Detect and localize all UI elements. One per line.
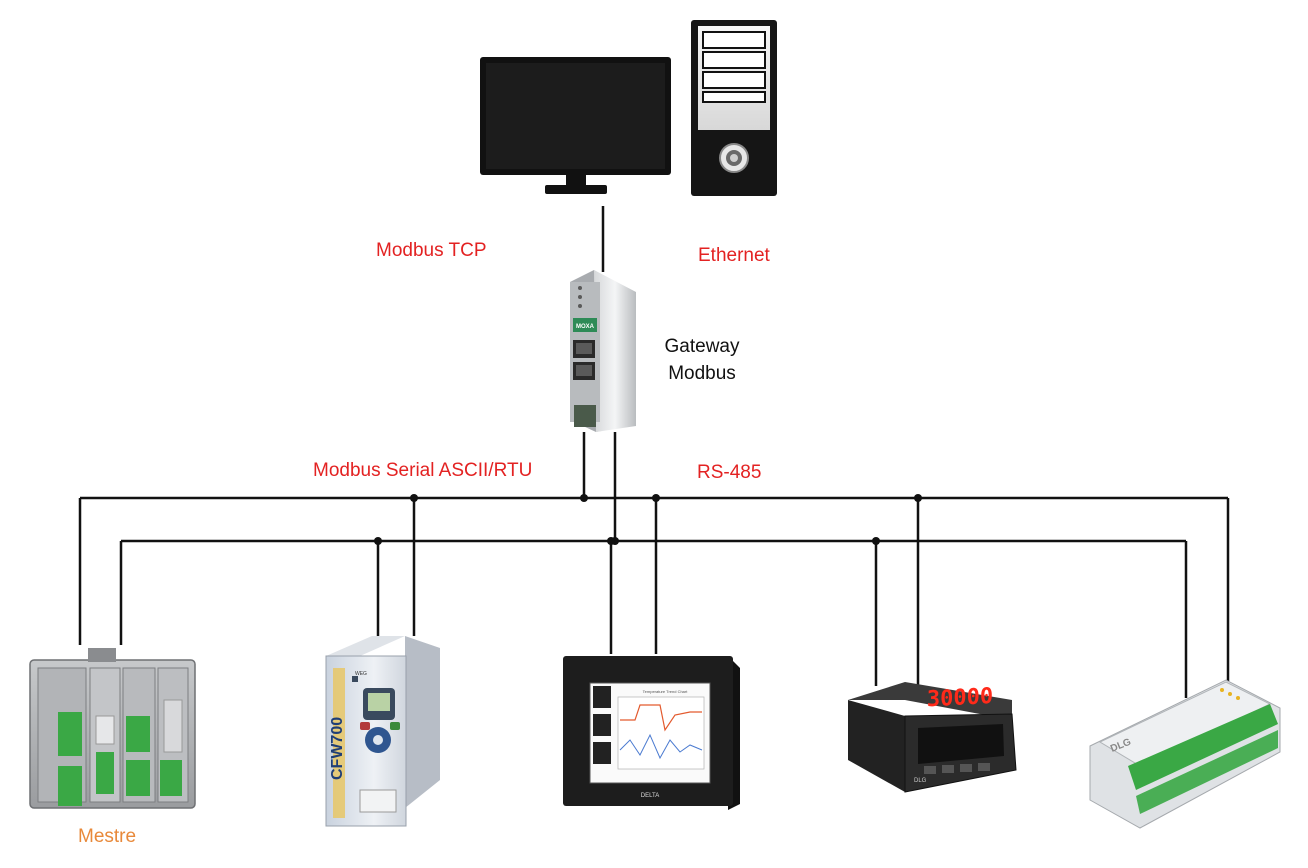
meter-display-text: 30000 bbox=[927, 684, 993, 712]
ethernet-label: Ethernet bbox=[698, 245, 770, 266]
wires bbox=[78, 206, 1230, 698]
modbus-tcp-label: Modbus TCP bbox=[376, 240, 487, 261]
master-label: Mestre bbox=[78, 826, 137, 847]
hmi-icon: Temperature Trend Chart DELTA bbox=[563, 656, 740, 810]
vfd-model-text: CFW700 bbox=[329, 717, 346, 780]
hmi-brand-text: DELTA bbox=[641, 793, 659, 799]
gateway-label: Gateway Modbus bbox=[652, 333, 752, 387]
gateway-label-line1: Gateway bbox=[664, 336, 740, 357]
vfd-icon: CFW700 WEG bbox=[325, 636, 440, 827]
pc-tower-icon bbox=[691, 20, 777, 196]
gateway-brand: MOXA bbox=[576, 324, 595, 330]
gateway-device-icon: MOXA bbox=[570, 270, 636, 432]
hmi-chart-title: Temperature Trend Chart bbox=[643, 689, 689, 694]
gateway-label-line2: Modbus bbox=[668, 363, 736, 384]
io-module-icon: DLG bbox=[1089, 679, 1281, 829]
vfd-brand-text: WEG bbox=[355, 671, 367, 677]
junction-dots bbox=[374, 494, 922, 545]
panel-meter-icon: 30000 DLG bbox=[848, 682, 1017, 793]
monitor-icon bbox=[480, 57, 671, 194]
modbus-serial-label: Modbus Serial ASCII/RTU bbox=[313, 460, 533, 481]
meter-brand-text: DLG bbox=[914, 778, 927, 784]
rs485-label: RS-485 bbox=[697, 462, 762, 483]
plc-icon bbox=[29, 648, 196, 809]
